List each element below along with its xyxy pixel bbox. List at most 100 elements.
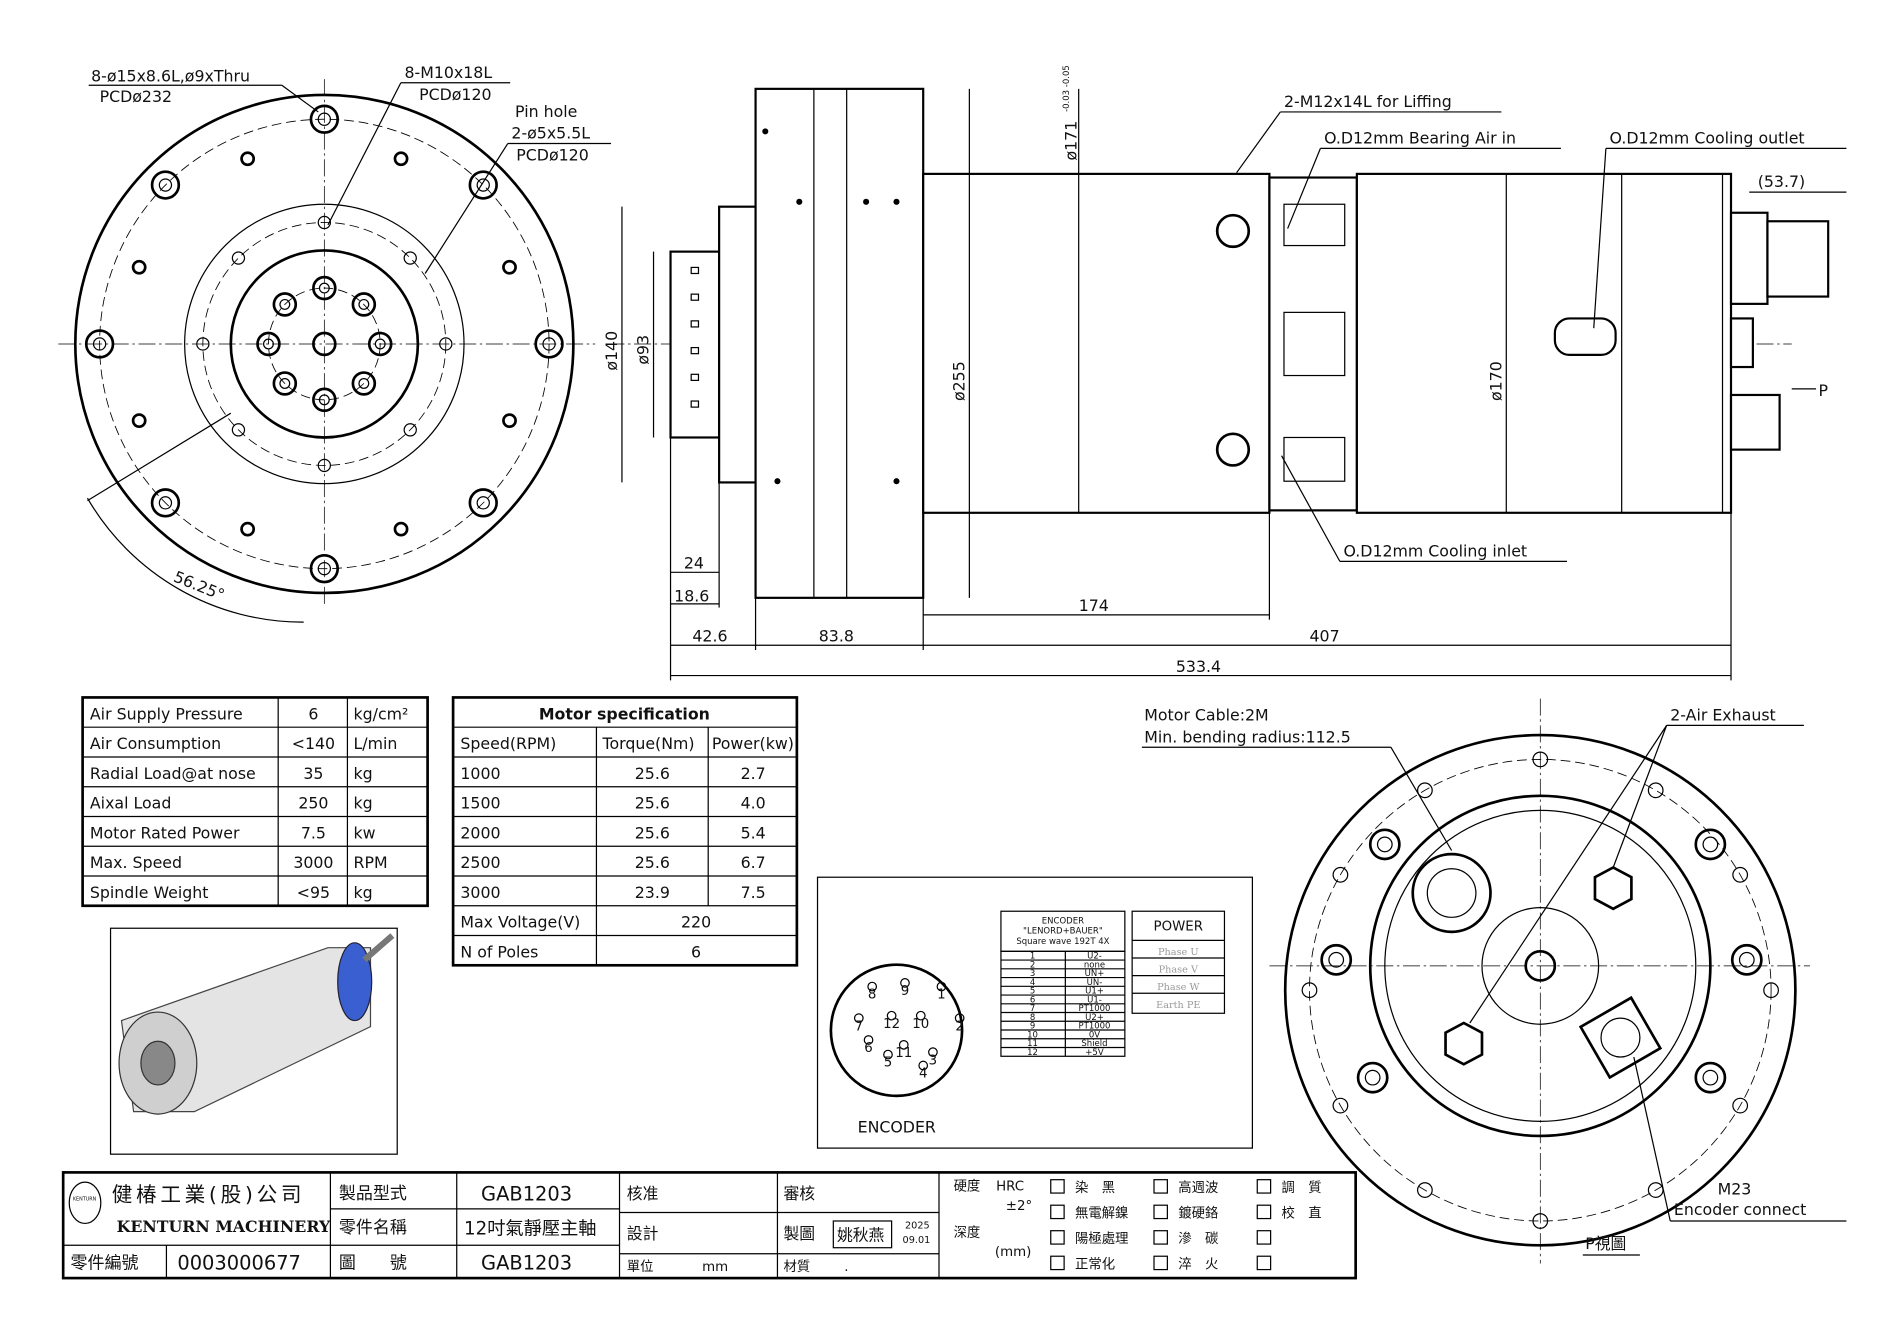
material-value: . — [844, 1260, 848, 1275]
pin-hole-pcd: PCDø120 — [516, 146, 588, 165]
connector-pin-label: 4 — [919, 1067, 928, 1082]
column-header: Power(kw) — [712, 734, 794, 753]
treatment-checkbox[interactable] — [1050, 1179, 1065, 1194]
speed-cell: 3000 — [460, 883, 500, 902]
material-label: 材質 — [784, 1259, 811, 1275]
torque-cell: 25.6 — [635, 853, 670, 872]
dim-d93: ø93 — [634, 335, 653, 365]
treatment-label: 陽極處理 — [1075, 1231, 1128, 1247]
spec-label: Air Consumption — [90, 734, 221, 753]
pin-hole-size: 2-ø5x5.5L — [511, 124, 590, 143]
treatment-checkbox[interactable] — [1153, 1255, 1168, 1271]
connector-pin-label: 3 — [929, 1053, 938, 1068]
thread-hole — [351, 371, 377, 396]
encoder-pin-number: 7 — [1030, 1004, 1035, 1014]
treatment-checkbox[interactable] — [1050, 1255, 1065, 1271]
dim-42-6: 42.6 — [692, 627, 727, 646]
mounting-hole — [309, 553, 340, 584]
company-en: KENTURN MACHINERY — [117, 1217, 331, 1236]
spec-unit: kg — [353, 883, 372, 902]
spec-label: Max. Speed — [90, 853, 182, 872]
design-label: 設計 — [627, 1224, 659, 1243]
part-name-value: 12吋氣靜壓主軸 — [464, 1218, 597, 1239]
unit-value: mm — [702, 1260, 728, 1275]
torque-cell: 25.6 — [635, 764, 670, 783]
column-header: Speed(RPM) — [460, 734, 556, 753]
spec-label: Radial Load@at nose — [90, 764, 256, 783]
spindle-3d-render — [109, 927, 398, 1155]
torque-cell: 23.9 — [635, 883, 670, 902]
spec-value: 7.5 — [301, 823, 326, 842]
power-cell: 6.7 — [741, 853, 766, 872]
encoder-table-title: Square wave 192T 4X — [1016, 937, 1109, 947]
spec-label: Motor Rated Power — [90, 823, 240, 842]
treatment-checkbox[interactable] — [1256, 1255, 1272, 1271]
dim-d171-tol: -0.03 -0.05 — [1062, 65, 1072, 112]
speed-cell: 2000 — [460, 823, 500, 842]
encoder-pin-signal: none — [1084, 960, 1105, 970]
threads-pcd: PCDø120 — [419, 85, 491, 104]
dim-d255: ø255 — [950, 361, 969, 401]
motor-spec-table: Motor specificationSpeed(RPM)Torque(Nm)P… — [451, 696, 799, 967]
treatment-checkbox[interactable] — [1050, 1230, 1065, 1245]
spec-value: 6 — [308, 704, 318, 723]
thread-hole — [256, 331, 281, 357]
spec-unit: L/min — [353, 734, 397, 753]
voltage-value: 220 — [681, 913, 711, 932]
encoder-pin-signal: PT1000 — [1079, 1004, 1111, 1014]
connector-pin-label: 5 — [884, 1056, 893, 1071]
approve-label: 核准 — [627, 1184, 659, 1203]
treatment-checkbox[interactable] — [1153, 1179, 1168, 1194]
treatment-checkbox[interactable] — [1256, 1204, 1272, 1220]
depth-unit: (mm) — [995, 1245, 1031, 1260]
connector-pin-label: 10 — [912, 1017, 929, 1032]
pin-hole-label: Pin hole — [515, 102, 577, 121]
treatment-checkbox[interactable] — [1153, 1204, 1168, 1220]
dim-53-7: (53.7) — [1758, 172, 1805, 191]
encoder-table-title: "LENORD+BAUER" — [1023, 927, 1103, 937]
side-view: P ø140 ø93 ø255 ø171 -0.03 -0.05 ø170 24… — [602, 65, 1847, 681]
spec-value: 250 — [298, 794, 328, 813]
encoder-connect-label: Encoder connect — [1674, 1200, 1806, 1219]
encoder-pin-number: 2 — [1030, 960, 1035, 970]
encoder-pin-signal: U2+ — [1085, 1013, 1104, 1023]
mounting-hole — [468, 488, 498, 518]
encoder-pin-signal: UN+ — [1085, 969, 1105, 979]
power-title: POWER — [1154, 920, 1204, 935]
speed-cell: 2500 — [460, 853, 500, 872]
treatment-checkbox[interactable] — [1050, 1204, 1065, 1220]
thread-hole — [312, 275, 337, 301]
encoder-pin-signal: U1- — [1087, 995, 1102, 1005]
power-cell: 7.5 — [741, 883, 766, 902]
motor-cable-label: Motor Cable:2M — [1144, 706, 1268, 725]
encoder-pin-number: 3 — [1030, 969, 1035, 979]
lifting-callout: 2-M12x14L for Liffing — [1284, 92, 1452, 111]
spec-label: Spindle Weight — [90, 883, 209, 902]
encoder-pin-signal: 0V — [1089, 1030, 1100, 1040]
bearing-air-callout: O.D12mm Bearing Air in — [1324, 129, 1516, 148]
thread-hole — [272, 292, 298, 317]
poles-label: N of Poles — [460, 942, 538, 961]
treatment-label: 鍍硬鉻 — [1178, 1204, 1218, 1221]
connector-pin-label: 8 — [868, 988, 877, 1003]
depth-label: 深度 — [954, 1225, 981, 1241]
treatment-checkbox[interactable] — [1153, 1230, 1168, 1245]
encoder-pin-number: 4 — [1030, 978, 1035, 988]
connector-pin-label: 1 — [937, 988, 946, 1003]
spec-value: 35 — [303, 764, 323, 783]
dim-174: 174 — [1079, 596, 1109, 615]
mounting-hole — [468, 170, 498, 200]
power-row: Phase V — [1159, 965, 1199, 976]
tolerance-label: ±2° — [1006, 1199, 1032, 1214]
encoder-pin-number: 1 — [1030, 952, 1035, 962]
part-no-label: 零件編號 — [70, 1253, 138, 1273]
treatment-checkbox[interactable] — [1256, 1230, 1272, 1245]
voltage-label: Max Voltage(V) — [460, 913, 580, 932]
encoder-pin-number: 10 — [1027, 1030, 1038, 1040]
drawing-no-label: 圖 號 — [339, 1253, 407, 1273]
treatment-checkbox[interactable] — [1256, 1179, 1272, 1194]
part-no-value: 0003000677 — [177, 1252, 301, 1275]
torque-cell: 25.6 — [635, 823, 670, 842]
treatment-label: 染 黑 — [1075, 1180, 1115, 1196]
